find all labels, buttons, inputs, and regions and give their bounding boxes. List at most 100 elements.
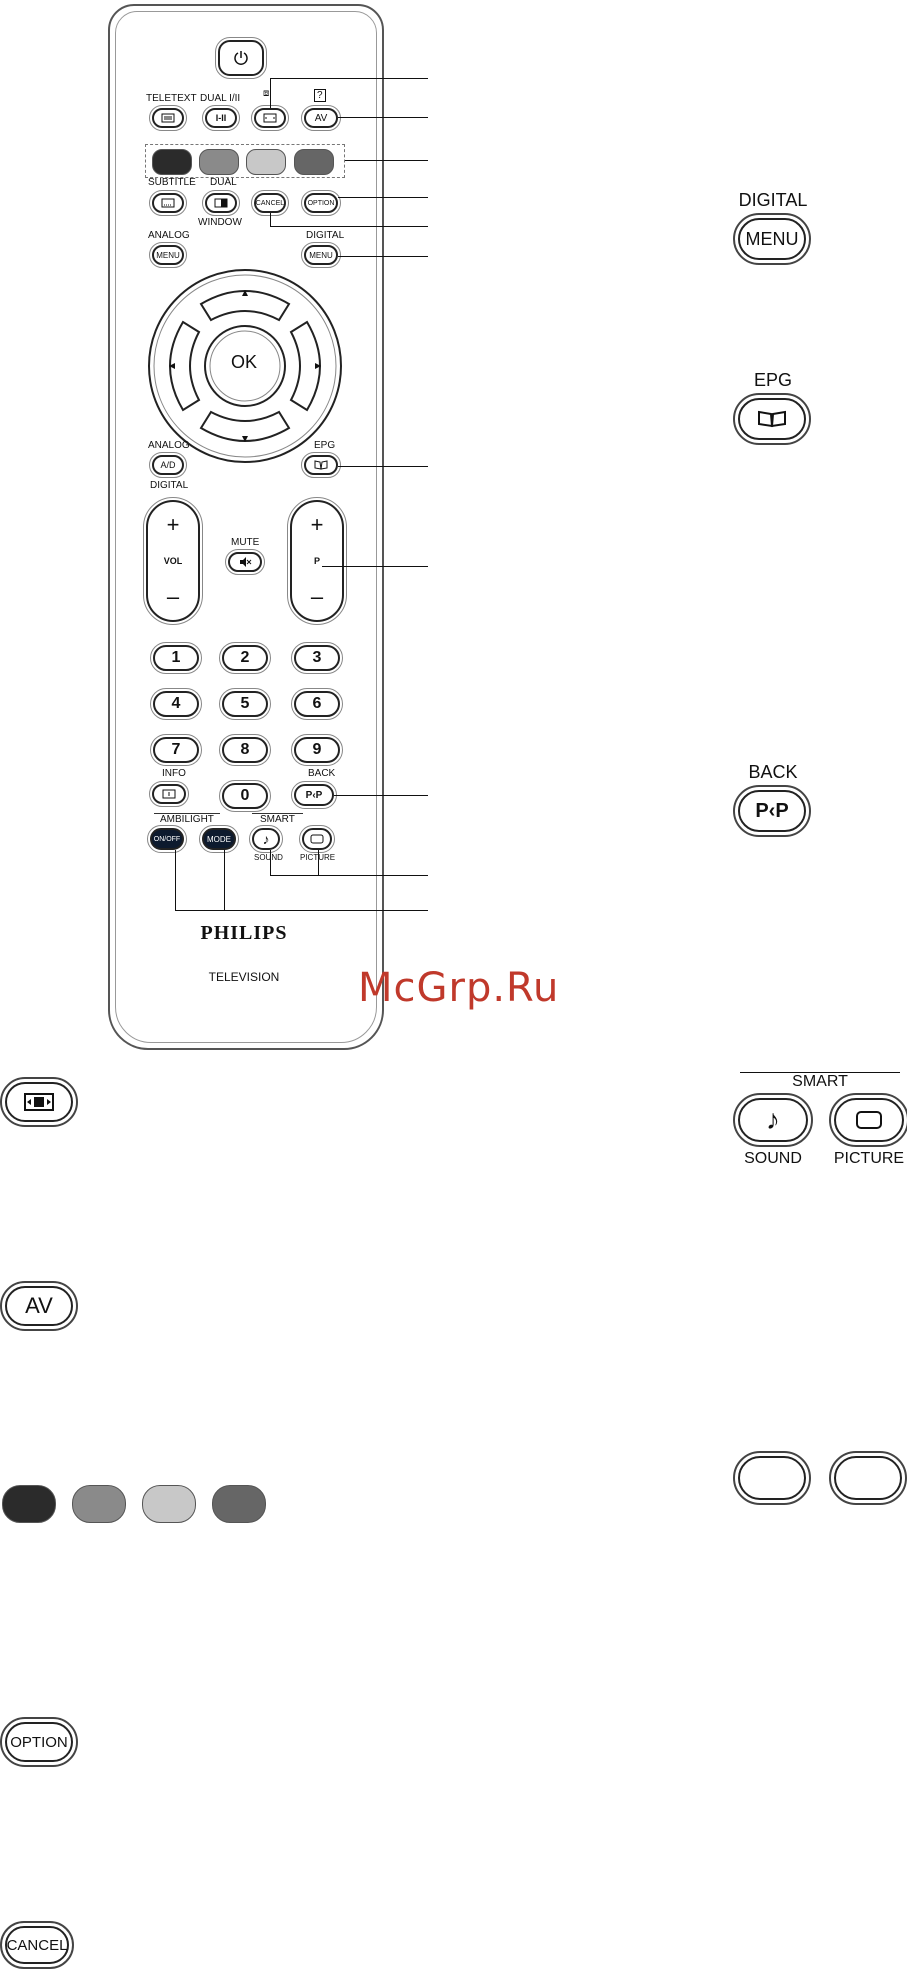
cancel-large-button[interactable]: CANCEL: [0, 1921, 74, 1969]
sound-label: SOUND: [254, 853, 283, 862]
dual-window-icon: [214, 198, 228, 208]
red-color-key[interactable]: [152, 149, 192, 175]
back-large-button[interactable]: P‹P: [733, 785, 811, 837]
av-button[interactable]: AV: [301, 105, 341, 131]
number-0-button[interactable]: 0: [219, 780, 271, 812]
book-large-icon: [758, 410, 786, 428]
info-label: INFO: [162, 768, 186, 779]
smart-label: SMART: [252, 813, 303, 825]
dual-button[interactable]: I-II: [202, 105, 240, 131]
number-1-button[interactable]: 1: [150, 642, 202, 674]
subtitle-icon: [161, 198, 175, 208]
volume-up-button[interactable]: +: [166, 512, 180, 537]
green-color-key[interactable]: [199, 149, 239, 175]
info-button[interactable]: [149, 781, 189, 807]
callout-stem-mode: [224, 850, 225, 910]
mute-label: MUTE: [231, 537, 260, 548]
music-note-icon: ♪: [262, 831, 270, 847]
program-down-button[interactable]: –: [310, 584, 324, 609]
callout-line-ambilight: [175, 910, 428, 911]
number-6-button[interactable]: 6: [291, 688, 343, 720]
program-rocker[interactable]: + P –: [287, 497, 347, 625]
picture-large-label: PICTURE: [833, 1150, 905, 1167]
blue-large-color-key[interactable]: [212, 1485, 266, 1523]
number-5-button[interactable]: 5: [219, 688, 271, 720]
callout-stem-onoff: [175, 850, 176, 910]
epg-button[interactable]: [301, 452, 341, 478]
callout-line-option: [338, 197, 428, 198]
mute-button[interactable]: [225, 549, 265, 575]
teletext-button[interactable]: [149, 105, 187, 131]
number-7-button[interactable]: 7: [150, 734, 202, 766]
option-button[interactable]: OPTION: [301, 190, 341, 216]
subtitle-label: SUBTITLE: [148, 177, 196, 188]
dual-window-button[interactable]: [202, 190, 240, 216]
teletext-label: TELETEXT: [146, 93, 197, 104]
teletext-icon: [161, 113, 175, 123]
volume-rocker[interactable]: + VOL –: [143, 497, 203, 625]
analog-menu-button[interactable]: MENU: [149, 242, 187, 268]
smart-sound-large-button[interactable]: ♪: [733, 1093, 813, 1147]
red-large-color-key[interactable]: [2, 1485, 56, 1523]
ambilight-onoff-large-button[interactable]: ON/OFF: [733, 1451, 811, 1505]
ok-button: [204, 325, 286, 407]
epg-title: EPG: [753, 370, 792, 390]
program-up-button[interactable]: +: [310, 512, 324, 537]
number-8-button[interactable]: 8: [219, 734, 271, 766]
cancel-button[interactable]: CANCEL: [251, 190, 289, 216]
arrow-down-icon: [242, 436, 248, 442]
ambilight-mode-large-button[interactable]: MODE: [829, 1451, 907, 1505]
ad-button[interactable]: A/D: [149, 452, 187, 478]
number-2-button[interactable]: 2: [219, 642, 271, 674]
smart-picture-button[interactable]: [299, 825, 335, 853]
callout-line-smart: [270, 875, 428, 876]
analog-ad-label: ANALOG: [148, 440, 190, 451]
sound-large-label: SOUND: [744, 1150, 802, 1167]
ambilight-onoff-button[interactable]: ON/OFF: [147, 825, 187, 853]
format-icon: [263, 113, 277, 123]
smart-picture-large-button[interactable]: [829, 1093, 907, 1147]
yellow-large-color-key[interactable]: [142, 1485, 196, 1523]
power-button[interactable]: [215, 37, 267, 79]
smart-sound-button[interactable]: ♪: [249, 825, 283, 853]
callout-line-back: [334, 795, 428, 796]
format-large-icon: [24, 1093, 54, 1111]
book-icon: [314, 460, 328, 470]
number-3-button[interactable]: 3: [291, 642, 343, 674]
television-label: TELEVISION: [208, 970, 280, 984]
back-button[interactable]: P‹P: [291, 781, 337, 809]
digital-menu-large-button[interactable]: MENU: [733, 213, 811, 265]
power-icon: [234, 51, 248, 65]
dual-window-label-top: DUAL: [210, 177, 237, 188]
digital-menu-button[interactable]: MENU: [301, 242, 341, 268]
dual-window-label-bottom: WINDOW: [198, 217, 242, 228]
option-large-button[interactable]: OPTION: [0, 1717, 78, 1767]
callout-stem-sound: [270, 850, 271, 875]
format-button[interactable]: [251, 105, 289, 131]
format-large-button[interactable]: [0, 1077, 78, 1127]
nav-up-button: [199, 290, 291, 322]
arrow-right-icon: [315, 363, 321, 369]
av-large-button[interactable]: AV: [0, 1281, 78, 1331]
callout-line-format: [270, 78, 428, 79]
navigation-pad[interactable]: [147, 268, 343, 464]
green-large-color-key[interactable]: [72, 1485, 126, 1523]
format-icon-small: ⧈: [263, 88, 270, 99]
number-4-button[interactable]: 4: [150, 688, 202, 720]
yellow-color-key[interactable]: [246, 149, 286, 175]
callout-stem-cancel: [270, 213, 271, 226]
music-note-large-icon: ♪: [766, 1104, 780, 1135]
nav-right-button: [289, 320, 321, 412]
blue-color-key[interactable]: [294, 149, 334, 175]
epg-label: EPG: [314, 440, 336, 451]
number-9-button[interactable]: 9: [291, 734, 343, 766]
watermark: McGrp.Ru: [358, 965, 560, 1011]
epg-large-button[interactable]: [733, 393, 811, 445]
subtitle-button[interactable]: [149, 190, 187, 216]
ambilight-mode-button[interactable]: MODE: [199, 825, 239, 853]
volume-down-button[interactable]: –: [166, 584, 180, 609]
callout-line-digital-menu: [338, 256, 428, 257]
philips-logo: PHILIPS: [200, 922, 288, 944]
nav-down-button: [199, 410, 291, 442]
color-keys-frame: [145, 144, 345, 178]
